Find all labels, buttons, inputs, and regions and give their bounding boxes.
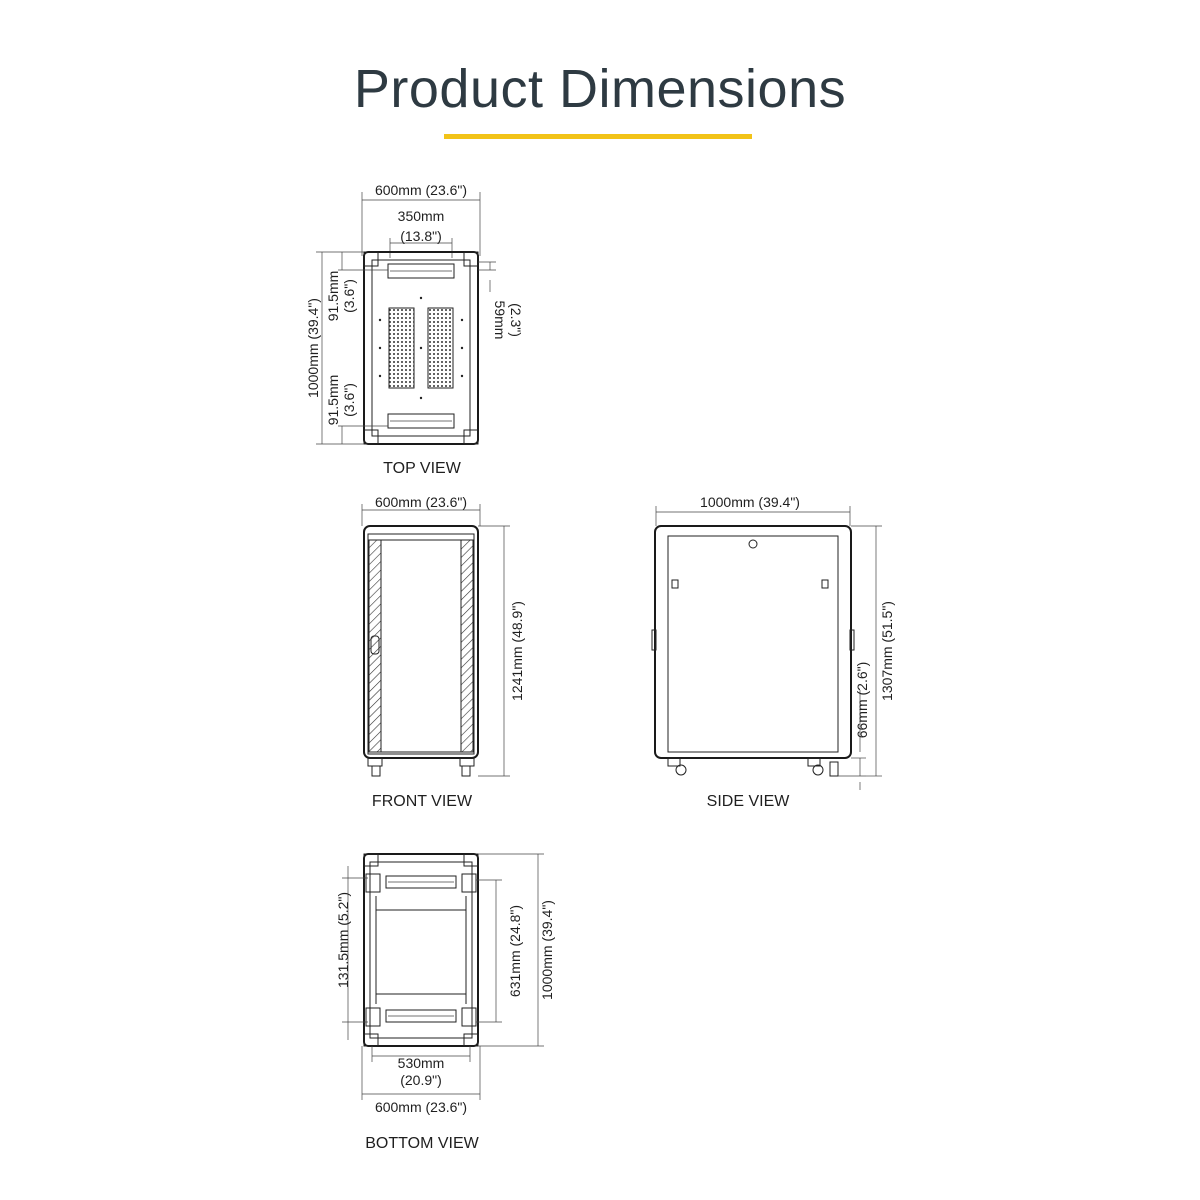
bottom-view: 131.5mm (5.2") 631mm (24.8") 1000mm (39.… — [335, 853, 555, 1152]
side-caster-label: 66mm (2.6") — [854, 662, 870, 739]
side-view-label: SIDE VIEW — [707, 793, 791, 810]
top-inner-width-in: (13.8") — [400, 228, 442, 244]
top-offset-bottom-mm: 91.5mm — [325, 375, 341, 426]
side-view: 1000mm (39.4") 66mm (2.6") 1307mm (51.5"… — [651, 494, 895, 810]
top-view-label: TOP VIEW — [383, 460, 462, 477]
front-height-label: 1241mm (48.9") — [509, 601, 525, 701]
front-width-label: 600mm (23.6") — [375, 494, 467, 510]
top-offset-top-in: (3.6") — [341, 279, 357, 313]
bottom-inner-depth-label: 631mm (24.8") — [507, 905, 523, 997]
bottom-view-label: BOTTOM VIEW — [365, 1135, 479, 1152]
bottom-depth-label: 1000mm (39.4") — [539, 900, 555, 1000]
top-offset-bottom-in: (3.6") — [341, 383, 357, 417]
front-view: 600mm (23.6") 1241mm (48.9") FRONT VIEW — [361, 494, 525, 810]
bottom-inner-width-mm: 530mm — [398, 1055, 445, 1071]
top-depth-label: 1000mm (39.4") — [305, 298, 321, 398]
top-side-in: (2.3") — [508, 303, 524, 337]
title-underline — [444, 134, 752, 139]
top-inner-width-mm: 350mm — [398, 208, 445, 224]
bottom-offset-label: 131.5mm (5.2") — [335, 892, 351, 988]
top-side-mm: 59mm — [492, 301, 508, 340]
side-height-label: 1307mm (51.5") — [879, 601, 895, 701]
top-view: 600mm (23.6") 350mm (13.8") 1000mm ( — [305, 182, 524, 477]
bottom-inner-width-in: (20.9") — [400, 1072, 442, 1088]
bottom-width-label: 600mm (23.6") — [375, 1099, 467, 1115]
front-view-label: FRONT VIEW — [372, 793, 473, 810]
side-depth-label: 1000mm (39.4") — [700, 494, 800, 510]
page-title: Product Dimensions — [353, 59, 847, 119]
top-offset-top-mm: 91.5mm — [325, 271, 341, 322]
top-width-label: 600mm (23.6") — [375, 182, 467, 198]
